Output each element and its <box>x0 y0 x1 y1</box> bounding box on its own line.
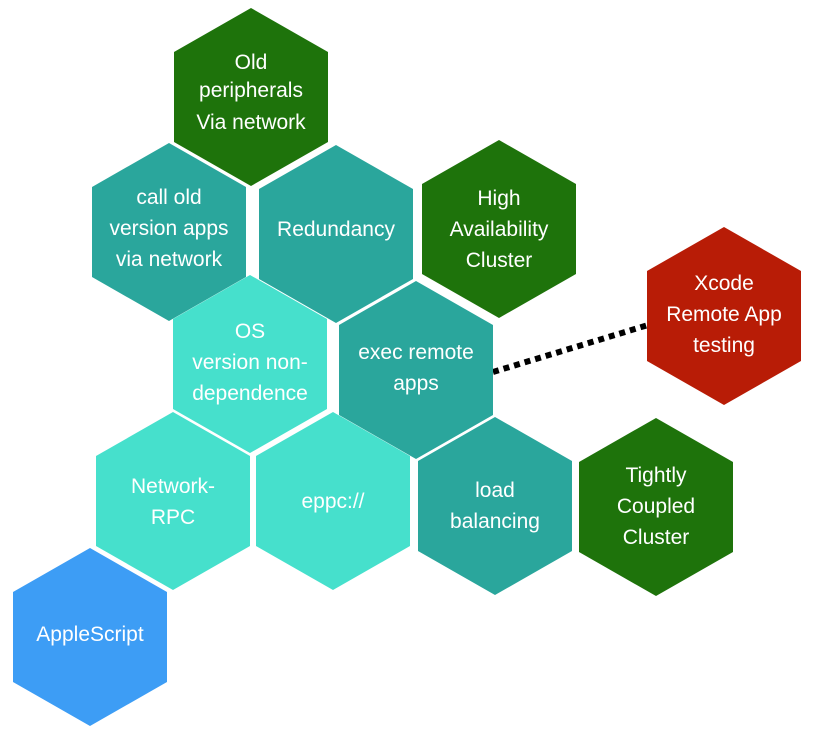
hex-label: Tightly <box>625 464 687 487</box>
hex-load-balancing: load balancing <box>418 417 572 595</box>
hex-label: testing <box>693 334 755 357</box>
hex-tightly-coupled: Tightly Coupled Cluster <box>579 418 733 596</box>
hex-label: Cluster <box>623 526 690 549</box>
hexagon-shape <box>422 140 576 318</box>
hex-label: eppc:// <box>301 490 364 513</box>
hex-applescript: AppleScript <box>13 548 167 726</box>
hex-label: Network- <box>131 475 215 498</box>
hex-label: via network <box>116 248 223 271</box>
hex-label: RPC <box>151 506 195 529</box>
hexagon-shape <box>13 548 167 726</box>
dotted-connector-line <box>492 322 649 375</box>
hex-os-version: OS version non- dependence <box>173 275 327 453</box>
hex-exec-remote: exec remote apps <box>339 281 493 459</box>
hex-label: dependence <box>192 382 308 405</box>
hex-label: High <box>477 187 520 210</box>
hexagon-shape <box>647 227 801 405</box>
hex-redundancy: Redundancy <box>259 145 413 323</box>
hex-label: Old <box>235 51 268 74</box>
hex-old-peripherals: Old peripherals Via network <box>174 8 328 186</box>
hex-label: peripherals <box>199 79 303 102</box>
hex-call-old-apps: call old version apps via network <box>92 143 246 321</box>
hexagon-shape <box>92 143 246 321</box>
hex-label: Availability <box>450 218 549 241</box>
hexagon-shape <box>418 417 572 595</box>
hex-label: OS <box>235 320 265 343</box>
hexagon-shape <box>259 145 413 323</box>
hex-label: exec remote <box>358 341 474 364</box>
hex-label: apps <box>393 372 439 395</box>
hex-label: AppleScript <box>36 623 144 646</box>
hexagon-shape <box>339 281 493 459</box>
hex-label: version non- <box>192 351 308 374</box>
hexagon-shape <box>174 8 328 186</box>
hex-label: load <box>475 479 515 502</box>
hexagon-shape <box>256 412 410 590</box>
hex-label: Coupled <box>617 495 695 518</box>
hexagon-shape <box>579 418 733 596</box>
hex-xcode-remote: Xcode Remote App testing <box>647 227 801 405</box>
hex-label: Via network <box>196 111 306 134</box>
hex-label: Xcode <box>694 272 754 295</box>
hex-label: balancing <box>450 510 540 533</box>
hex-label: version apps <box>109 217 228 240</box>
hexagon-shape <box>96 412 250 590</box>
hex-label: call old <box>136 186 201 209</box>
hex-network-rpc: Network- RPC <box>96 412 250 590</box>
hex-label: Cluster <box>466 249 533 272</box>
hexagon-shape <box>173 275 327 453</box>
hex-label: Redundancy <box>277 218 395 241</box>
hex-label: Remote App <box>666 303 782 326</box>
hex-eppc: eppc:// <box>256 412 410 590</box>
hex-high-availability: High Availability Cluster <box>422 140 576 318</box>
